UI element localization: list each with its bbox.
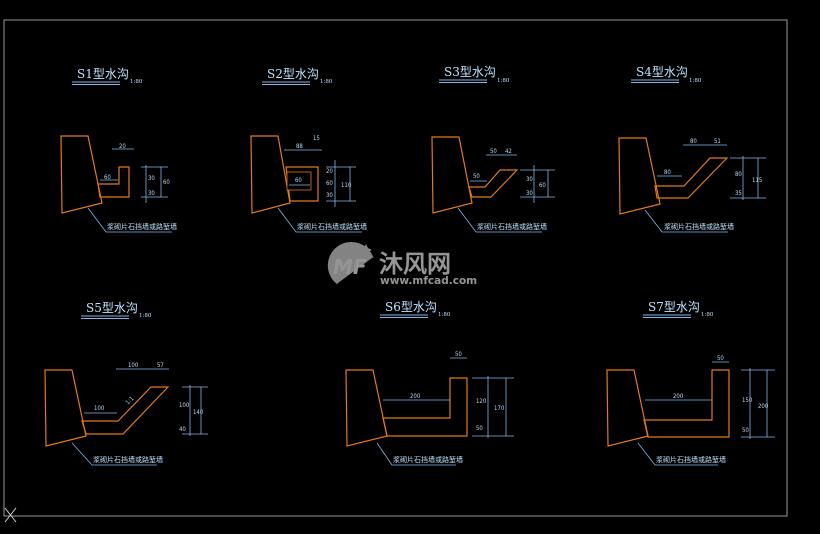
retaining-wall [606,369,649,447]
section-s5: S5型水沟 1:80 100 57 100 1:1 100 40 140 浆砌片… [44,301,208,466]
section-s4: S4型水沟 1:80 80 51 80 80 35 115 浆砌片石挡墙或路堑墙 [618,65,766,233]
svg-text:42: 42 [505,148,512,155]
svg-text:50: 50 [742,427,749,434]
svg-text:40: 40 [179,426,186,433]
svg-text:60: 60 [295,177,302,184]
svg-text:80: 80 [690,138,697,145]
ucs-cross-icon [4,507,17,523]
svg-text:100: 100 [128,362,139,369]
svg-text:110: 110 [341,182,352,189]
svg-text:80: 80 [664,169,671,176]
ditch-body [468,169,519,198]
svg-text:50: 50 [490,148,497,155]
section-scale: 1:80 [689,78,702,84]
svg-text:30: 30 [148,190,155,197]
section-title: S3型水沟 [444,65,496,79]
svg-text:50: 50 [717,355,724,362]
svg-text:20: 20 [326,168,333,175]
svg-text:120: 120 [476,398,487,405]
ditch-body [382,377,468,437]
svg-text:20: 20 [119,143,126,150]
section-title: S6型水沟 [385,300,437,314]
svg-text:1:1: 1:1 [124,395,135,406]
svg-text:15: 15 [313,135,320,142]
svg-text:30: 30 [326,192,333,199]
svg-text:100: 100 [179,402,190,409]
section-s7: S7型水沟 1:80 200 50 150 50 200 浆砌片石挡墙或路堑墙 [606,300,775,466]
section-title: S1型水沟 [77,67,129,81]
svg-text:35: 35 [735,190,742,197]
svg-text:MF: MF [333,255,367,279]
svg-text:50: 50 [455,351,462,358]
section-scale: 1:80 [130,79,143,85]
ditch-body [643,369,730,438]
svg-text:100: 100 [94,405,105,412]
material-note: 浆砌片石挡墙或路堑墙 [656,455,726,464]
mfcad-logo-icon: MF [327,241,374,285]
section-s3: S3型水沟 1:80 50 42 50 30 30 60 浆砌片石挡墙或路堑墙 [431,65,555,233]
svg-text:140: 140 [193,409,204,416]
retaining-wall [44,369,87,447]
svg-text:50: 50 [476,425,483,432]
svg-text:80: 80 [735,171,742,178]
section-s1: S1型水沟 1:80 20 60 30 30 60 浆砌片石挡墙或路堑墙 [60,67,177,233]
retaining-wall [250,135,291,214]
material-note: 浆砌片石挡墙或路堑墙 [393,455,463,464]
section-s2: S2型水沟 1:80 88 15 60 20 60 30 110 浆砌片石挡墙或… [250,67,367,233]
section-title: S7型水沟 [648,300,700,314]
material-note: 浆砌片石挡墙或路堑墙 [477,222,547,231]
svg-text:30: 30 [148,175,155,182]
watermark: MF 沐风网 www.mfcad.com [327,241,477,287]
section-scale: 1:80 [497,78,510,84]
retaining-wall [431,136,473,214]
material-note: 浆砌片石挡墙或路堑墙 [664,222,734,231]
svg-text:200: 200 [673,393,684,400]
retaining-wall [618,137,661,215]
svg-text:60: 60 [539,182,546,189]
section-scale: 1:80 [438,312,451,318]
ditch-body [81,386,170,435]
retaining-wall [345,369,388,447]
svg-text:60: 60 [104,174,111,181]
svg-text:115: 115 [752,177,762,184]
svg-text:88: 88 [296,143,303,150]
svg-text:50: 50 [473,173,480,180]
section-title: S2型水沟 [267,67,319,81]
section-scale: 1:80 [701,312,714,318]
watermark-name: 沐风网 [379,250,451,278]
svg-text:30: 30 [526,176,533,183]
section-scale: 1:80 [320,79,333,85]
material-note: 浆砌片石挡墙或路堑墙 [297,222,367,231]
material-note: 浆砌片石挡墙或路堑墙 [107,222,177,231]
svg-text:200: 200 [758,403,769,410]
svg-text:30: 30 [526,190,533,197]
svg-text:60: 60 [163,179,170,186]
svg-text:150: 150 [742,397,753,404]
svg-text:60: 60 [326,180,333,187]
section-title: S4型水沟 [636,65,688,79]
section-scale: 1:80 [139,313,152,319]
material-note: 浆砌片石挡墙或路堑墙 [93,455,163,464]
svg-text:170: 170 [494,405,505,412]
retaining-wall [60,135,103,214]
section-title: S5型水沟 [86,301,138,315]
ditch-body [654,157,729,199]
svg-text:200: 200 [410,393,421,400]
ditch-body [97,166,130,198]
section-s6: S6型水沟 1:80 200 50 120 50 170 浆砌片石挡墙或路堑墙 [345,300,514,466]
svg-text:57: 57 [157,362,164,369]
svg-text:51: 51 [714,138,721,145]
watermark-url: www.mfcad.com [380,275,477,287]
